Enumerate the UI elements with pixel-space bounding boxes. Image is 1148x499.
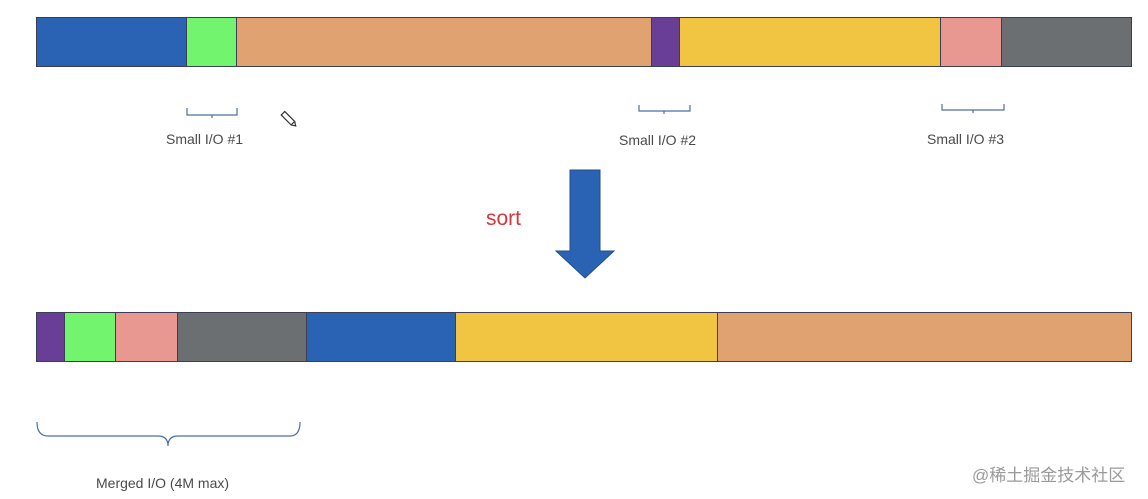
brace-small-io-2 [638,105,691,114]
sorted-io-bar [36,312,1132,362]
brace-merged-io [36,421,301,447]
label-merged-io: Merged I/O (4M max) [96,475,230,491]
bottom-segment-blue [306,313,457,361]
pencil-icon [280,110,297,127]
top-segment-gray [1002,18,1131,66]
brace-small-io-3 [941,104,1005,113]
top-segment-orange [236,18,652,66]
top-segment-purple [651,18,680,66]
brace-small-io-1 [186,108,238,118]
top-segment-blue [37,18,187,66]
top-segment-pink [941,18,1003,66]
bottom-segment-yellow [456,313,718,361]
top-io-bar [36,17,1132,67]
top-segment-green [186,18,237,66]
bottom-segment-green [64,313,116,361]
bottom-segment-purple [37,313,65,361]
label-small-io-2: Small I/O #2 [619,132,697,148]
bottom-segment-orange [717,313,1131,361]
label-small-io-1: Small I/O #1 [166,131,244,147]
top-segment-yellow [679,18,942,66]
label-small-io-3: Small I/O #3 [927,131,1005,147]
watermark: @稀土掘金技术社区 [972,466,1126,485]
bottom-segment-gray [177,313,307,361]
sort-label: sort [486,207,522,230]
bottom-segment-pink [115,313,178,361]
sort-arrow [554,169,616,279]
